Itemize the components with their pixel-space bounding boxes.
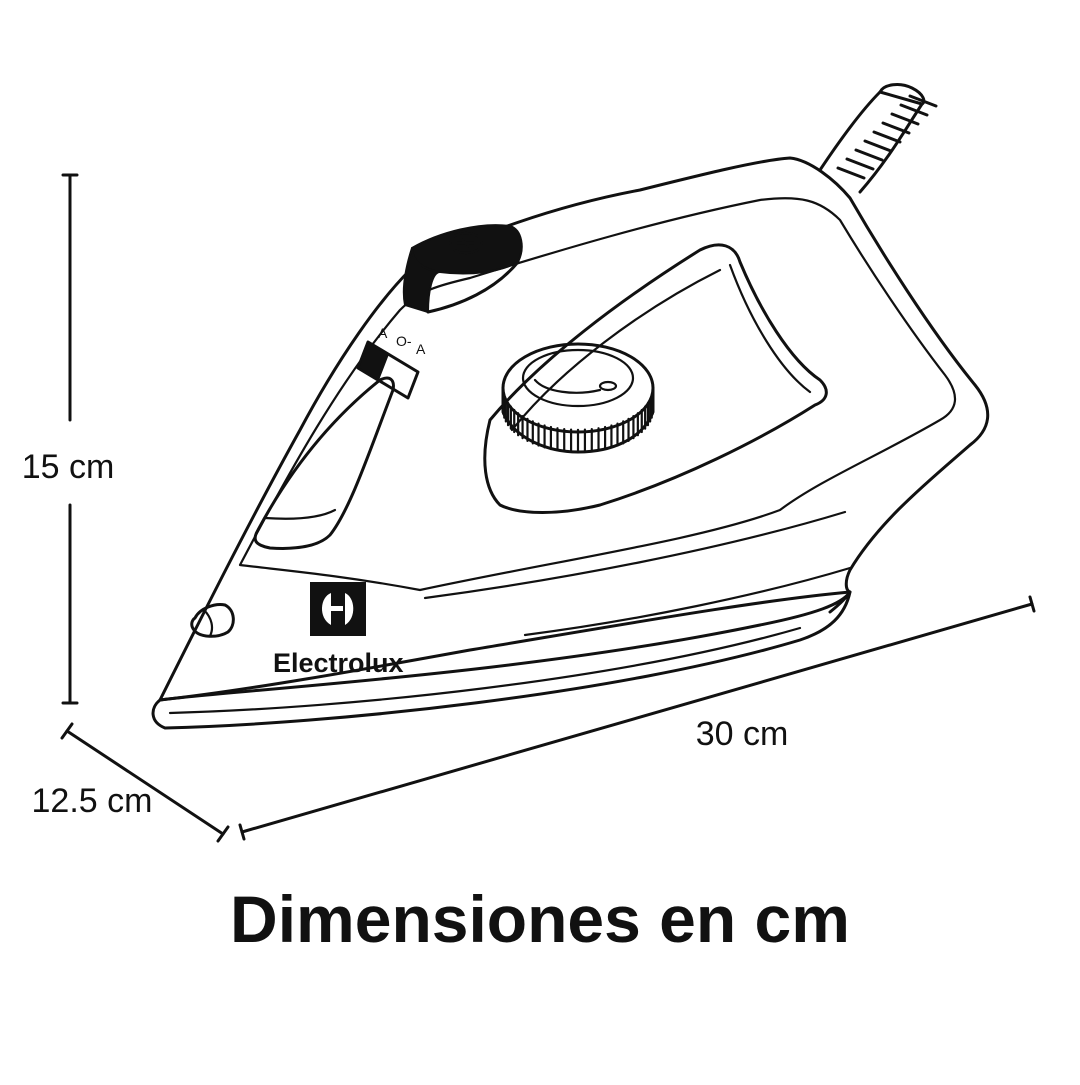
iron-front-window	[253, 376, 395, 550]
cord-ring	[872, 130, 902, 144]
cord-ring	[845, 157, 875, 171]
cord-ring	[881, 121, 911, 135]
dial-grip-ridges	[501, 386, 655, 453]
switch-label-mid: O-	[396, 333, 412, 349]
front-window-inner	[263, 508, 337, 520]
cord-strain-relief-rings	[836, 94, 938, 180]
switch-label-right: A	[416, 341, 426, 357]
power-cord	[818, 83, 938, 194]
height-label: 15 cm	[22, 448, 115, 486]
iron-soleplate	[151, 590, 852, 730]
iron-handle-opening	[483, 243, 828, 514]
cord-ring	[854, 148, 884, 162]
temperature-dial	[501, 342, 655, 454]
handle-inner-shadow	[510, 263, 812, 432]
body-panel-line-1	[423, 510, 847, 600]
cord-ring	[899, 103, 929, 117]
cord-ring	[908, 94, 938, 108]
spray-nozzle	[190, 603, 235, 638]
depth-dimension: 12.5 cm	[32, 722, 230, 843]
brand-name: Electrolux	[273, 648, 404, 678]
iron-body-inner	[238, 197, 956, 592]
length-label: 30 cm	[696, 715, 789, 753]
steam-selector-switch: A O- A	[356, 325, 426, 400]
height-dimension: 15 cm	[22, 173, 115, 705]
steam-iron-illustration: A O- A Electrolux	[151, 83, 990, 730]
steam-burst-button	[402, 224, 523, 314]
cord-ring	[863, 139, 893, 153]
diagram-caption: Dimensiones en cm	[230, 882, 850, 956]
length-dimension: 30 cm	[238, 595, 1036, 841]
electrolux-logo: Electrolux	[273, 582, 404, 678]
switch-label-left: A	[378, 325, 388, 341]
body-panel-line-2	[523, 566, 852, 637]
iron-body-outline	[158, 156, 990, 702]
cord-ring	[890, 112, 920, 126]
cord-ring	[836, 166, 866, 180]
depth-label: 12.5 cm	[32, 782, 153, 820]
soleplate-inner-edge	[168, 626, 802, 715]
